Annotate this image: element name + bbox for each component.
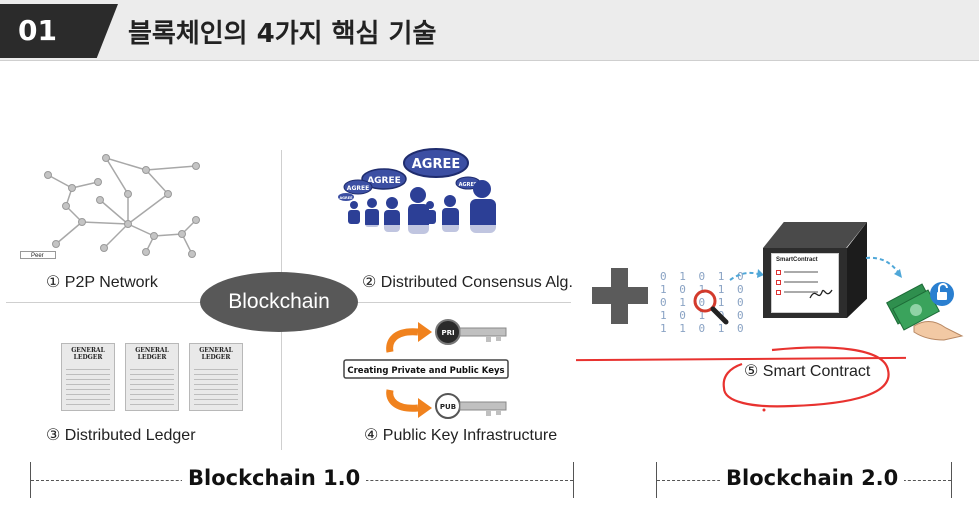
ledger-book-1: GENERAL LEDGER [61, 343, 115, 411]
binary-data-graphic: 0 1 0 1 0 1 0 1 1 0 0 1 0 1 0 1 0 1 0 0 … [660, 270, 747, 335]
svg-text:PUB: PUB [440, 403, 456, 411]
pki-keys-illustration: PRI PUB Creating Private and Public Keys [343, 319, 509, 419]
ledger-book-3: GENERAL LEDGER [189, 343, 243, 411]
crowd-figures [348, 180, 496, 234]
svg-text:AGREE: AGREE [367, 176, 401, 186]
dashed-arrow-2-icon [865, 256, 902, 278]
agree-bubble-far: AGREE [338, 193, 354, 201]
money-hand-icon [886, 282, 964, 341]
era1-right-tick [573, 462, 574, 498]
era2-right-tick [951, 462, 952, 498]
contract-document-icon: SmartContract [771, 253, 839, 313]
orange-arrow-up-icon [386, 328, 419, 353]
ledger-book-2: GENERAL LEDGER [125, 343, 179, 411]
magnifier-icon [693, 289, 729, 325]
distributed-ledger-label: ③ Distributed Ledger [46, 427, 196, 444]
dashed-arrow-icon [729, 269, 764, 281]
svg-text:AGREE: AGREE [459, 182, 478, 188]
plus-icon [611, 268, 628, 324]
contract-cube-side [847, 222, 867, 318]
svg-text:AGREE: AGREE [339, 196, 353, 200]
blockchain-oval: Blockchain [200, 272, 358, 332]
section-number: 01 [18, 14, 57, 47]
red-circle-annotation [722, 346, 890, 412]
pki-caption: Creating Private and Public Keys [347, 366, 504, 376]
slide-title: 블록체인의 4가지 핵심 기술 [128, 19, 437, 49]
blockchain-1-label: Blockchain 1.0 [182, 466, 367, 490]
orange-arrow-down-icon [386, 389, 419, 412]
slide-header: 01 블록체인의 4가지 핵심 기술 [0, 0, 979, 61]
agree-bubble-small: AGREE [343, 179, 373, 195]
agree-bubble-medium: AGREE [361, 168, 407, 190]
consensus-crowd-illustration: AGREE AGREE AGREE AGREE AGREE [332, 148, 516, 255]
svg-text:AGREE: AGREE [412, 157, 461, 172]
era2-left-tick [656, 462, 657, 498]
p2p-network-graph [44, 154, 200, 258]
peer-legend: Peer [20, 251, 56, 259]
smart-contract-label: ⑤ Smart Contract [744, 363, 871, 380]
blockchain-2-label: Blockchain 2.0 [720, 466, 905, 490]
public-key-icon: PUB [435, 393, 507, 419]
era1-left-tick [30, 462, 31, 498]
agree-bubble-large: AGREE [403, 148, 469, 178]
private-key-icon: PRI [435, 319, 507, 345]
consensus-label: ② Distributed Consensus Alg. [362, 274, 573, 291]
pki-label: ④ Public Key Infrastructure [364, 427, 558, 444]
svg-text:PRI: PRI [441, 329, 454, 337]
section-number-badge: 01 [0, 4, 118, 58]
svg-text:AGREE: AGREE [347, 185, 369, 192]
p2p-network-label: ① P2P Network [46, 274, 158, 291]
